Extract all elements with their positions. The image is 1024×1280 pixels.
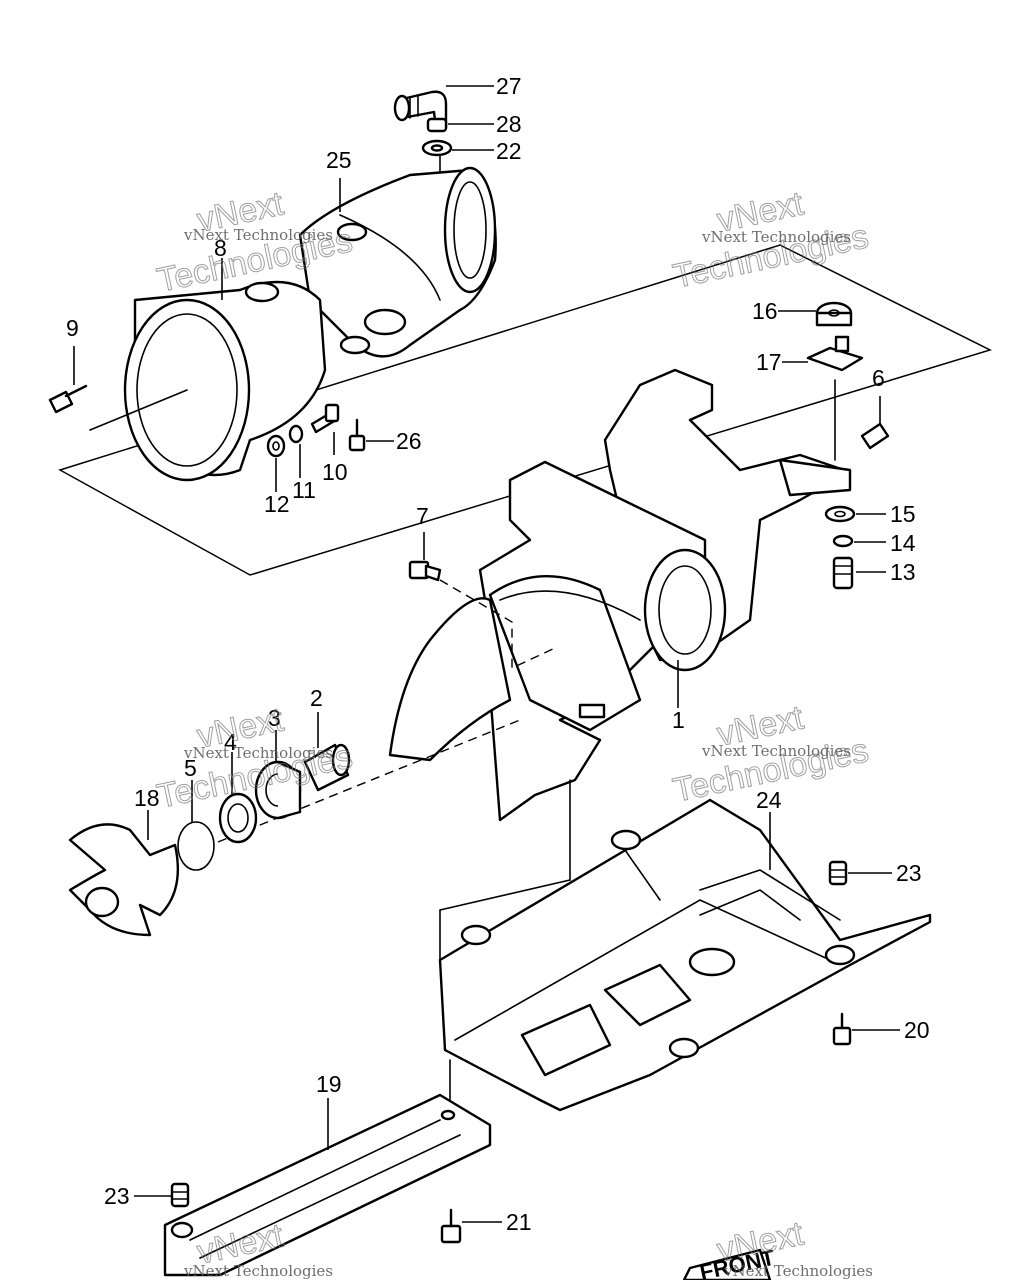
part-9-bolt — [48, 384, 88, 414]
callout-8: 8 — [214, 235, 227, 261]
callout-9: 9 — [66, 315, 79, 341]
svg-text:vNext Technologies: vNext Technologies — [723, 1262, 873, 1280]
watermark-top-right: vNext Technologies vNext Technologies — [669, 184, 872, 296]
part-5-snap-ring — [177, 821, 215, 871]
callout-labels: 27 28 22 25 8 9 16 17 6 26 10 11 12 15 1… — [66, 73, 930, 1235]
svg-text:vNext Technologies: vNext Technologies — [183, 1262, 333, 1280]
callout-21: 21 — [506, 1209, 532, 1235]
callout-3: 3 — [268, 705, 281, 731]
part-7-grease-fitting — [408, 560, 442, 582]
part-11-lockwasher — [288, 424, 304, 444]
callout-17: 17 — [756, 349, 782, 375]
callout-18: 18 — [134, 785, 160, 811]
callout-2: 2 — [310, 685, 323, 711]
part-23-screw-left — [170, 1182, 190, 1208]
part-10-bolt — [310, 403, 340, 434]
part-19-ride-plate — [163, 1093, 492, 1277]
callout-6: 6 — [872, 365, 885, 391]
part-24-intake-grate — [438, 779, 932, 1116]
part-17-plate — [806, 335, 864, 372]
part-2-sleeve — [303, 743, 351, 792]
part-3-bearing — [254, 760, 302, 820]
part-12-washer — [266, 434, 286, 458]
part-20-bolt — [832, 1012, 852, 1046]
svg-text:vNext Technologies: vNext Technologies — [701, 228, 851, 246]
part-15-washer — [824, 505, 856, 523]
part-18-impeller — [68, 823, 179, 937]
callout-26: 26 — [396, 428, 422, 454]
watermark-middle-left: vNext Technologies vNext Technologies — [153, 700, 356, 816]
part-4-seal — [218, 792, 258, 844]
callout-19: 19 — [316, 1071, 342, 1097]
callout-22: 22 — [496, 138, 522, 164]
callout-5: 5 — [184, 755, 197, 781]
part-6-bolt — [860, 422, 890, 450]
callout-27: 27 — [496, 73, 522, 99]
callout-7: 7 — [416, 503, 429, 529]
callout-24: 24 — [756, 787, 782, 813]
callout-15: 15 — [890, 501, 916, 527]
part-8-pump-housing — [89, 280, 327, 482]
svg-text:vNext Technologies: vNext Technologies — [183, 744, 333, 762]
shaft-axis — [217, 719, 521, 843]
part-28-nut — [426, 117, 448, 133]
svg-text:vNext Technologies: vNext Technologies — [183, 226, 333, 244]
callout-20: 20 — [904, 1017, 930, 1043]
group-frame — [58, 244, 993, 576]
callout-16: 16 — [752, 298, 778, 324]
part-21-bolt — [440, 1208, 462, 1244]
callout-11: 11 — [292, 477, 316, 503]
part-14-lockwasher — [832, 534, 854, 548]
svg-text:vNext Technologies: vNext Technologies — [701, 742, 851, 760]
callout-23-right: 23 — [896, 860, 922, 886]
part-13-bolt — [832, 556, 854, 590]
part-16-nut — [815, 301, 853, 327]
part-25-pump-outlet-housing — [298, 166, 497, 358]
part-27-elbow-fitting — [393, 90, 448, 130]
callout-13: 13 — [890, 559, 916, 585]
callout-4: 4 — [224, 729, 237, 755]
callout-12: 12 — [264, 491, 290, 517]
callout-10: 10 — [322, 459, 348, 485]
callout-23-left: 23 — [104, 1183, 130, 1209]
callout-25: 25 — [326, 147, 352, 173]
leader-lines — [73, 85, 900, 1223]
part-22-washer — [421, 139, 453, 157]
callout-14: 14 — [890, 530, 916, 556]
part-1-jet-pump-body — [388, 368, 852, 822]
fitting-dash-line — [439, 579, 556, 670]
part-26-bolt — [348, 418, 366, 452]
callout-28: 28 — [496, 111, 522, 137]
callout-1: 1 — [672, 707, 685, 733]
watermark-bottom-right: vNext vNext Technologies — [713, 1214, 873, 1280]
part-23-screw-right — [828, 860, 848, 886]
